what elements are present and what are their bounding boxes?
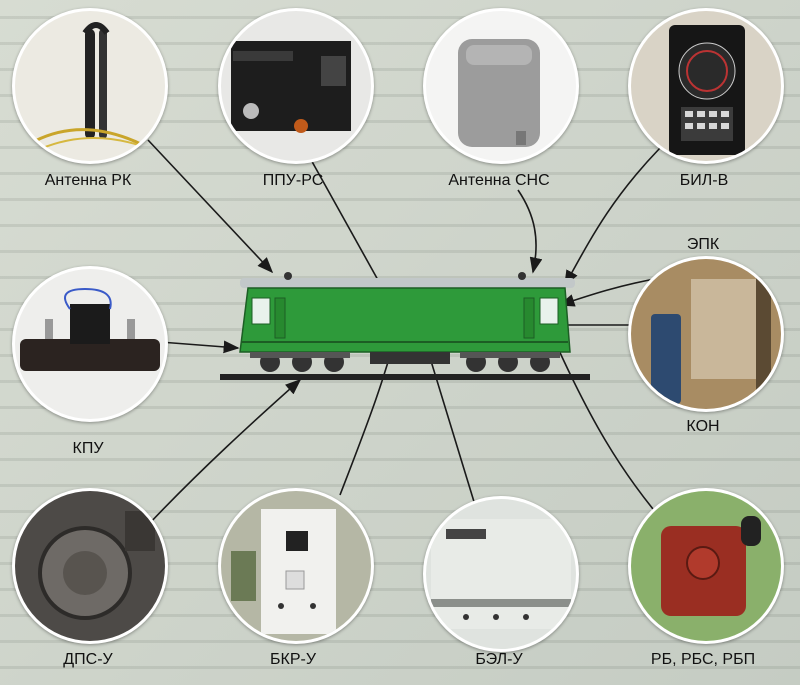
photo-antenna-rk: [12, 8, 168, 164]
locomotive: [220, 272, 590, 380]
label-antenna-rk: Антенна РК: [44, 172, 132, 189]
photo-ppu-rs: [218, 8, 374, 164]
rail-track: [220, 374, 590, 380]
arrow-ppu-rs: [299, 139, 389, 300]
arrow-rb: [551, 333, 663, 521]
label-bel-u: БЭЛ-У: [475, 651, 523, 668]
label-antenna-sns: Антенна СНС: [448, 172, 550, 189]
arrow-antenna-sns: [517, 189, 543, 274]
label-epk: ЭПК: [686, 236, 720, 253]
label-bil-v: БИЛ-В: [679, 172, 729, 189]
photo-kpu: [12, 266, 168, 422]
arrow-kpu: [159, 340, 240, 354]
arrow-antenna-rk: [147, 139, 274, 274]
photo-antenna-sns: [423, 8, 579, 164]
label-bkr-u: БКР-У: [270, 651, 316, 668]
label-ppu-rs: ППУ-РС: [262, 172, 324, 189]
photo-rb: [628, 488, 784, 644]
arrow-dps-u: [147, 378, 302, 526]
label-dps-u: ДПС-У: [63, 651, 113, 668]
label-kon: КОН: [686, 418, 720, 435]
photo-epk-kon: [628, 256, 784, 412]
photo-dps-u: [12, 488, 168, 644]
locomotive-body: [239, 287, 571, 353]
photo-bel-u: [423, 496, 579, 652]
label-rb: РБ, РБС, РБП: [650, 651, 756, 668]
photo-bil-v: [628, 8, 784, 164]
label-kpu: КПУ: [72, 440, 104, 457]
arrow-bil-v: [564, 147, 661, 287]
photo-bkr-u: [218, 488, 374, 644]
